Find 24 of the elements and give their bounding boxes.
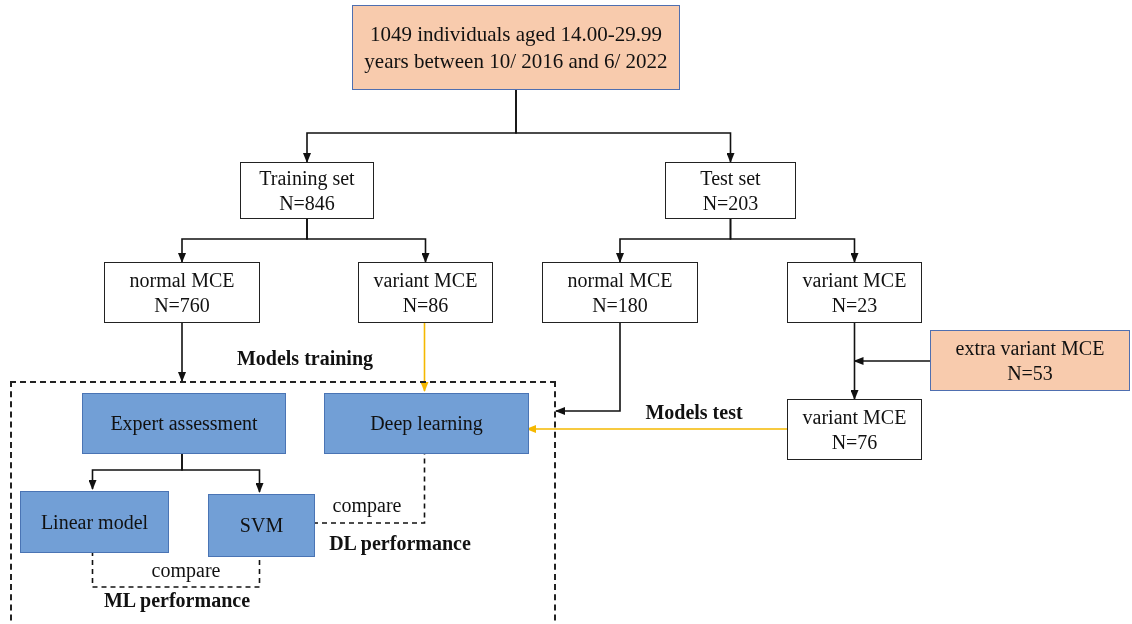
process-box: normal MCE N=760 [104,262,260,323]
model-box: Expert assessment [82,393,286,454]
arrow [850,322,859,400]
arrow [178,322,186,382]
section-label: Models training [236,347,374,369]
section-label: DL performance [329,532,471,554]
input-box: 1049 individuals aged 14.00-29.99 years between 10/ 2016 and 6/ 2022 [352,5,680,90]
arrow [306,218,430,263]
arrow [420,322,429,392]
arrow [555,322,621,415]
model-box: Linear model [20,491,169,553]
process-box: normal MCE N=180 [542,262,698,323]
process-box: variant MCE N=86 [358,262,493,323]
process-box: Training set N=846 [240,162,374,219]
process-box: Test set N=203 [665,162,796,219]
process-box: variant MCE N=23 [787,262,922,323]
input-box: extra variant MCE N=53 [930,330,1130,391]
arrow [515,89,735,163]
arrow [729,218,859,263]
process-box: variant MCE N=76 [787,399,922,460]
model-box: Deep learning [324,393,529,454]
model-box: SVM [208,494,315,557]
section-label: ML performance [103,589,251,611]
arrow [853,357,931,365]
